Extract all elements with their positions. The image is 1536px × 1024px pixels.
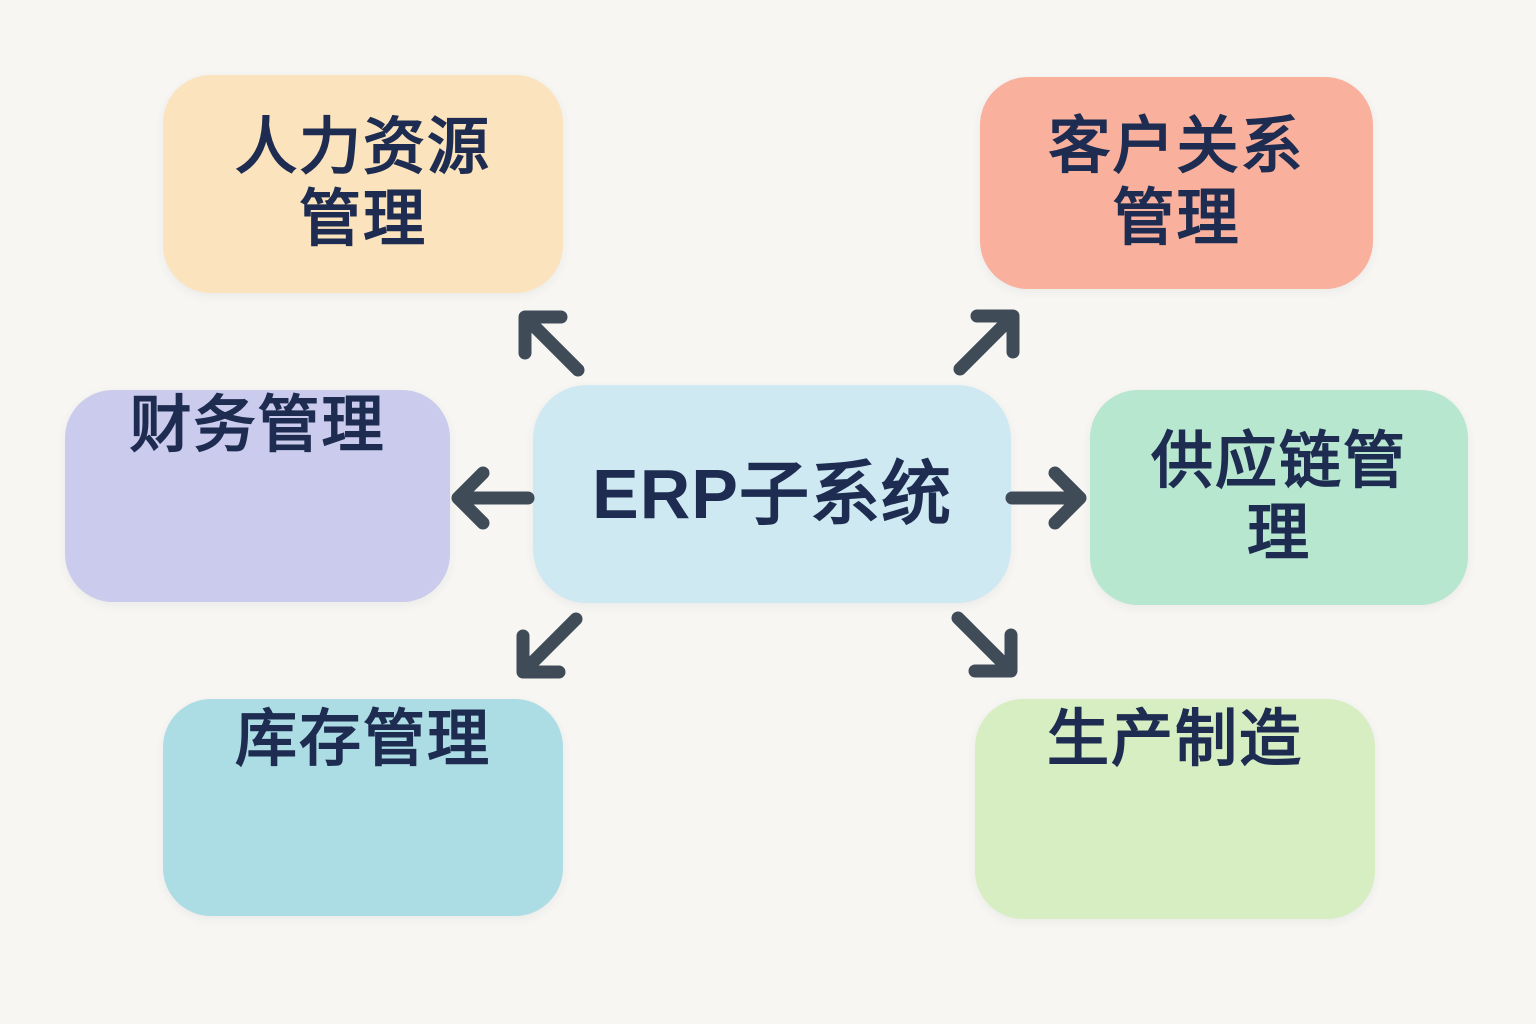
node-production-label: 生产制造: [1046, 705, 1303, 774]
node-customer-relationship-label: 客户关系 管理: [1048, 112, 1305, 253]
node-production: 生产制造: [975, 699, 1375, 919]
node-finance-label: 财务管理: [129, 391, 386, 460]
node-supply-chain-label: 供应链管 理: [1150, 426, 1407, 568]
node-inventory-label: 库存管理: [234, 705, 491, 774]
arrow-down-right-icon: [951, 611, 1018, 678]
node-human-resources: 人力资源 管理: [163, 75, 563, 293]
node-finance: 财务管理: [65, 390, 450, 602]
arrow-right-icon: [1005, 466, 1087, 530]
node-inventory: 库存管理: [163, 699, 563, 916]
node-erp-center: ERP子系统: [533, 385, 1011, 603]
arrow-up-left-icon: [518, 310, 585, 377]
arrow-left-icon: [451, 466, 535, 530]
arrow-down-left-icon: [516, 612, 583, 679]
node-erp-center-label: ERP子系统: [592, 455, 952, 533]
node-human-resources-label: 人力资源 管理: [234, 113, 491, 254]
node-supply-chain: 供应链管 理: [1090, 390, 1468, 605]
node-customer-relationship: 客户关系 管理: [980, 77, 1373, 289]
arrow-up-right-icon: [953, 309, 1020, 376]
